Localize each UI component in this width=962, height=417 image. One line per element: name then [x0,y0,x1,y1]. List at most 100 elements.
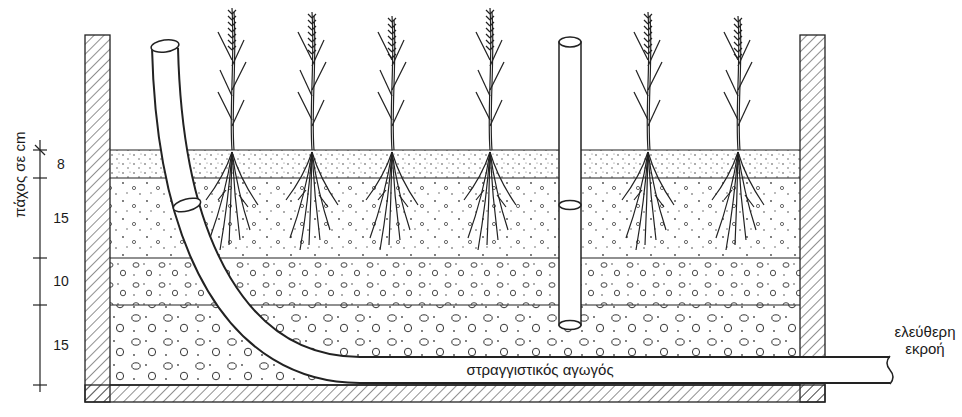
plant-stroke [378,190,408,207]
plant-stroke [308,44,316,48]
plant-stroke [312,62,326,90]
plant-stroke [486,40,494,44]
plant-stroke [490,100,502,126]
plant-stroke [308,14,316,18]
plant-stroke [622,152,648,200]
plant-stroke [228,28,236,32]
plant-stroke [648,62,662,90]
plant-stroke [724,190,754,207]
plant-stroke [392,100,404,126]
plant-stroke [712,152,738,200]
plant-stroke [388,36,396,40]
plant-stroke [647,12,649,150]
plant-stroke [490,152,516,205]
thickness-value: 10 [53,273,69,289]
plant-stroke [228,10,236,14]
plant-stroke [464,152,490,200]
plant-stroke [644,20,652,24]
plant-stroke [476,190,506,207]
plant-stroke [734,18,742,22]
plant-stroke [308,26,316,30]
plant-stroke [286,152,312,200]
plant-stroke [228,40,236,44]
plant-stroke [220,70,232,96]
plant-stroke [312,100,324,126]
plants [206,8,764,250]
plant-stroke [648,152,674,205]
plant-stroke [298,190,328,207]
plant-stroke [486,46,494,50]
plant-stroke [308,32,316,36]
plant-stroke [232,100,244,126]
plant-stroke [634,190,664,207]
plant-stroke [738,62,752,90]
plant-stroke [489,8,491,150]
plant-stroke [366,152,392,200]
plant-stroke [309,152,312,245]
plant-stroke [232,62,246,90]
plant-stroke [649,16,651,150]
plant-stroke [735,152,738,245]
plant-stroke [734,54,742,58]
plant-stroke [380,70,392,96]
plant-stroke [308,50,316,54]
plant-stroke [648,152,666,230]
thickness-value: 15 [53,337,69,353]
plant-stroke [468,152,490,238]
plant-stroke [392,62,406,90]
plant-stroke [228,34,236,38]
plant-stroke [370,152,392,238]
plant-stroke [644,44,652,48]
plant-stroke [392,152,410,230]
plant-stroke [734,48,742,52]
plant-stroke [233,12,235,150]
plant-stroke [486,10,494,14]
plant-stroke [231,8,233,150]
plant-stroke [476,92,490,120]
plant-stroke [486,34,494,38]
plant-stroke [734,30,742,34]
plant-stroke [734,36,742,40]
plant-stroke [311,12,313,150]
plant-stroke [738,100,750,126]
plant-stroke [487,152,490,245]
plant-stroke [634,92,648,120]
plant-stroke [724,92,738,120]
plant-stroke [312,152,330,230]
plant-stroke [308,38,316,42]
plant-stroke [644,38,652,42]
plant-stroke [313,16,315,150]
plant-stroke [388,24,396,28]
plant-stroke [228,16,236,20]
plant-stroke [312,152,338,205]
plant-stroke [232,152,250,230]
plant-stroke [388,42,396,46]
plant-stroke [726,70,738,96]
plant-stroke [478,70,490,96]
plant-stroke [738,152,756,230]
axis-title: πάχος σε cm [11,132,28,218]
thickness-value: 8 [57,156,65,172]
plant-stroke [644,32,652,36]
plant-stroke [218,92,232,120]
plant-stroke [388,18,396,22]
plant-stroke [644,14,652,18]
vertical-pipe [559,37,581,330]
plant-stroke [300,70,312,96]
plant-stroke [232,40,244,66]
plant-stroke [378,92,392,120]
plant-stroke [388,54,396,58]
plant-stroke [636,70,648,96]
outlet-label: ελεύθερη εκροή [892,323,958,358]
plant-stroke [738,152,764,205]
plant-stroke [490,40,502,66]
plant-stroke [392,152,418,205]
pipe-label: στραγγιστικός αγωγός [463,361,616,378]
plant-stroke [218,190,248,207]
plant-stroke [232,152,258,205]
plant-stroke [737,16,739,150]
plant-stroke [298,92,312,120]
thickness-axis [33,140,47,392]
thickness-value: 15 [53,210,69,226]
